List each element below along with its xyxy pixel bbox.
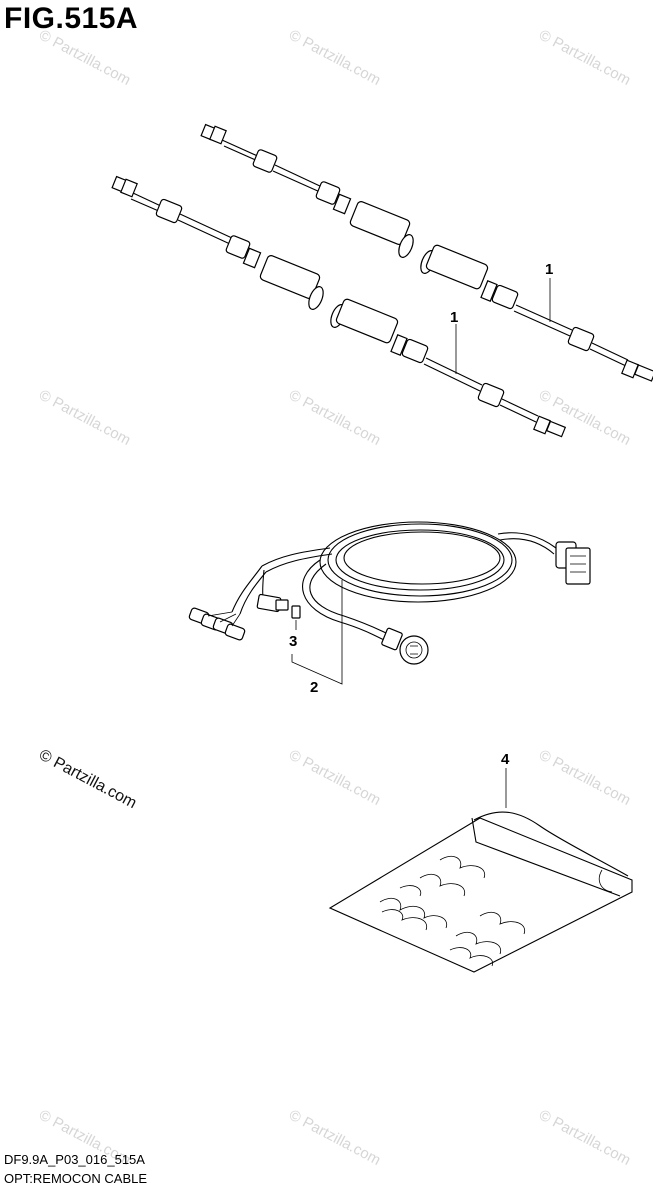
callout-4: 4 [501,751,510,768]
remote-cable-upper [200,123,653,382]
watermark: © Partzilla.com [286,1107,383,1169]
watermark: © Partzilla.com [536,387,633,449]
watermark: © Partzilla.com [536,27,633,89]
wiring-harness [188,521,591,665]
watermark: © Partzilla.com [286,747,383,809]
remote-cable-lower [111,175,567,438]
callout-2: 2 [310,679,318,696]
watermark: © Partzilla.com [36,387,133,449]
watermark: © Partzilla.com [536,1107,633,1169]
figure-caption: OPT:REMOCON CABLE [4,1171,148,1186]
watermark: © Partzilla.com [536,747,633,809]
figure-title: FIG.515A [4,2,139,35]
watermark: © Partzilla.com [36,27,133,89]
watermark: © Partzilla.com [286,387,383,449]
figure-footer: DF9.9A_P03_016_515A OPT:REMOCON CABLE [4,1150,147,1188]
document-bag [328,811,633,973]
callout-1-lower: 1 [450,309,458,326]
callout-1-upper: 1 [545,261,553,278]
watermark: © Partzilla.com [286,27,383,89]
callout-3: 3 [289,633,297,650]
figure-code: DF9.9A_P03_016_515A [4,1152,145,1167]
watermark-dark: © Partzilla.com [36,747,139,813]
